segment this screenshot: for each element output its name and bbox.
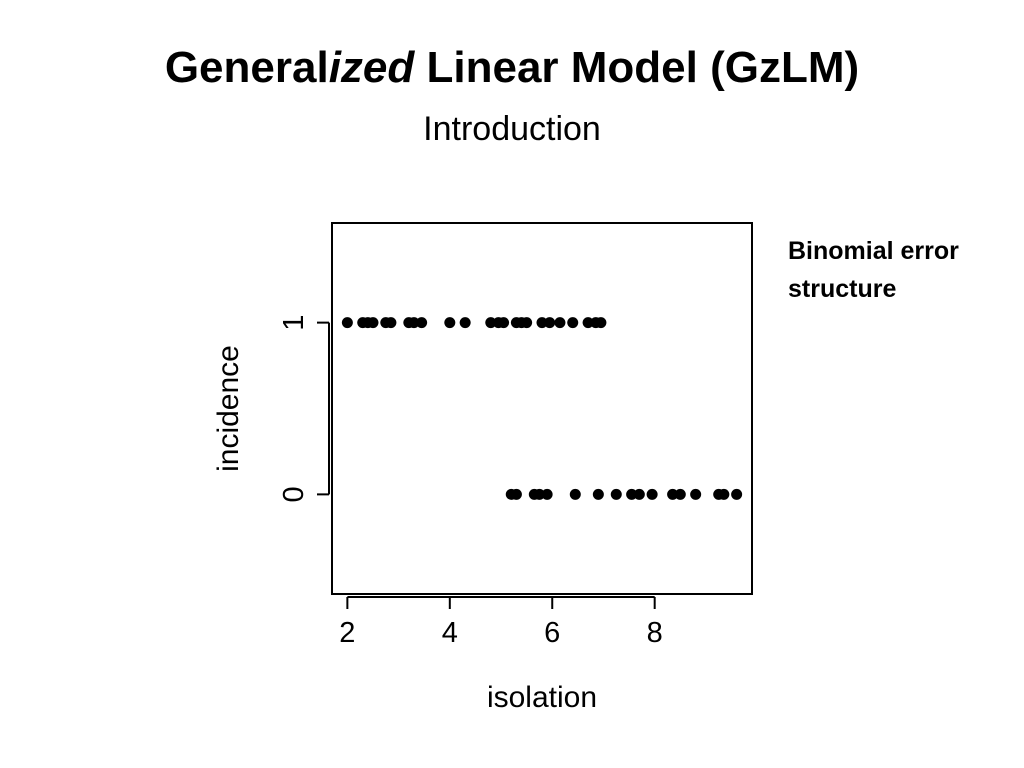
x-axis-label: isolation xyxy=(487,681,597,714)
title-italic-part: ized xyxy=(328,43,415,92)
data-point xyxy=(533,488,545,500)
x-axis: 2 4 6 8 xyxy=(339,596,663,649)
data-point xyxy=(485,317,497,329)
data-point xyxy=(521,317,533,329)
data-point xyxy=(567,317,579,329)
x-tick-label: 4 xyxy=(442,617,458,649)
data-point xyxy=(408,317,420,329)
title-part-1: General xyxy=(164,43,329,92)
x-tick-label: 6 xyxy=(544,617,560,649)
data-point xyxy=(498,317,510,329)
data-point xyxy=(667,488,679,500)
plot-frame xyxy=(331,222,753,595)
data-point xyxy=(690,488,702,500)
x-tick-label: 8 xyxy=(647,617,663,649)
data-point xyxy=(718,488,730,500)
y-axis: 01 xyxy=(278,315,330,502)
data-point xyxy=(459,317,471,329)
data-points xyxy=(341,317,743,500)
data-point xyxy=(367,317,379,329)
data-point xyxy=(582,317,594,329)
slide-title: Generalized Linear Model (GzLM) xyxy=(0,38,1024,98)
x-tick-label: 2 xyxy=(339,617,355,649)
data-point xyxy=(633,488,645,500)
data-point xyxy=(510,488,522,500)
data-point xyxy=(674,488,686,500)
data-point xyxy=(444,317,456,329)
data-point xyxy=(541,488,553,500)
data-point xyxy=(595,317,607,329)
y-tick-label: 0 xyxy=(278,486,310,502)
data-point xyxy=(385,317,397,329)
data-point xyxy=(646,488,658,500)
binomial-note: Binomial error structure xyxy=(788,237,959,303)
data-point xyxy=(341,317,353,329)
data-point xyxy=(536,317,548,329)
y-axis-label: incidence xyxy=(212,345,245,472)
data-point xyxy=(544,317,556,329)
slide-subtitle: Introduction xyxy=(423,110,601,148)
data-point xyxy=(569,488,581,500)
data-point xyxy=(626,488,638,500)
data-point xyxy=(554,317,566,329)
data-point xyxy=(610,488,622,500)
title-part-2: Linear Model (GzLM) xyxy=(414,43,860,92)
data-point xyxy=(592,488,604,500)
data-point xyxy=(416,317,428,329)
y-tick-label: 1 xyxy=(278,315,310,331)
data-point xyxy=(731,488,743,500)
